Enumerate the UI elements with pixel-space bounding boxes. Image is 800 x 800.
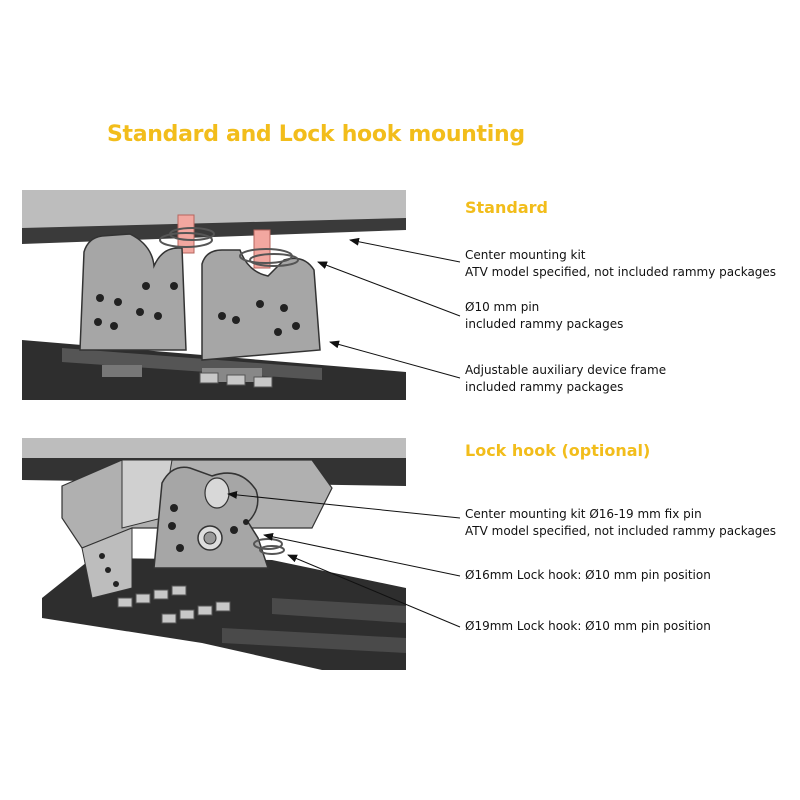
callout-16mm-lock-hook: Ø16mm Lock hook: Ø10 mm pin position bbox=[465, 568, 711, 582]
standard-heading: Standard bbox=[465, 198, 548, 217]
standard-mount-illustration bbox=[22, 190, 406, 400]
lock-hook-heading: Lock hook (optional) bbox=[465, 441, 651, 460]
callout-pin-10mm: Ø10 mm pin included rammy packages bbox=[465, 300, 624, 331]
leader-fix-pin bbox=[227, 490, 461, 519]
leader-auxiliary-frame bbox=[329, 340, 461, 379]
callout-auxiliary-frame: Adjustable auxiliary device frame includ… bbox=[465, 363, 667, 394]
leader-19mm-lock-hook bbox=[287, 554, 461, 628]
leader-16mm-lock-hook bbox=[263, 532, 461, 577]
callout-19mm-lock-hook: Ø19mm Lock hook: Ø10 mm pin position bbox=[465, 619, 711, 633]
lock-hook-mount-illustration bbox=[22, 438, 406, 670]
leader-pin-10mm bbox=[317, 261, 461, 317]
callout-center-mounting-kit-fix-pin: Center mounting kit Ø16-19 mm fix pin AT… bbox=[465, 507, 777, 538]
callout-center-mounting-kit: Center mounting kit ATV model specified,… bbox=[465, 248, 777, 279]
leader-center-mounting-kit bbox=[349, 237, 461, 263]
page-title: Standard and Lock hook mounting bbox=[107, 122, 525, 147]
